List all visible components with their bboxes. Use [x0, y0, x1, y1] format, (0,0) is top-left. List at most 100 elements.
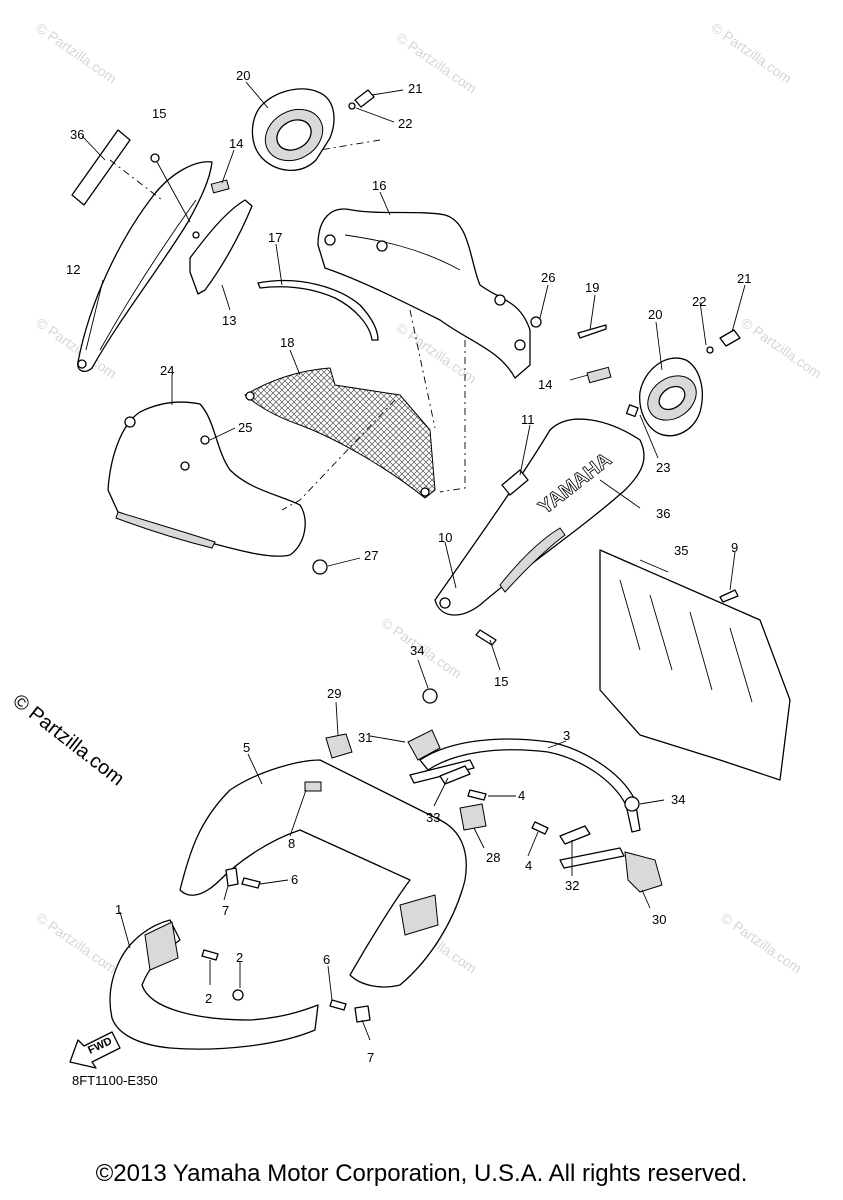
callout: 10 — [438, 530, 452, 545]
part-31 — [407, 729, 441, 761]
callout: 20 — [236, 68, 250, 83]
screw-15-lower — [475, 629, 497, 646]
bolt-4-upper — [467, 789, 487, 801]
parts-diagram: © Partzilla.com © Partzilla.com © Partzi… — [33, 19, 825, 1069]
callout: 7 — [222, 903, 229, 918]
part-30 — [624, 851, 663, 893]
watermark: © Partzilla.com — [738, 314, 824, 381]
part-3-frame-bar — [409, 738, 641, 869]
callout: 21 — [408, 81, 422, 96]
callout: 16 — [372, 178, 386, 193]
part-16-duct — [317, 208, 531, 379]
part-5-front-fender — [179, 759, 467, 988]
callout: 9 — [731, 540, 738, 555]
callout: 30 — [652, 912, 666, 927]
part-20-top — [251, 88, 335, 172]
callout: 6 — [291, 872, 298, 887]
callout: 34 — [410, 643, 424, 658]
callout: 23 — [656, 460, 670, 475]
bracket-32 — [559, 825, 591, 845]
callout: 2 — [236, 950, 243, 965]
drawing-code: 8FT1100-E350 — [72, 1073, 158, 1088]
callout: 15 — [494, 674, 508, 689]
leader-lines — [81, 81, 746, 1041]
nut-23 — [625, 404, 639, 418]
callout: 17 — [268, 230, 282, 245]
screw-15-top — [150, 153, 191, 223]
callout: 13 — [222, 313, 236, 328]
part-17-strip — [257, 279, 379, 341]
decal-36-left — [71, 129, 131, 206]
callout: 11 — [521, 412, 535, 427]
callout: 14 — [538, 377, 552, 392]
callout: 33 — [426, 810, 440, 825]
callout: 25 — [238, 420, 252, 435]
bolt-4-lower — [531, 821, 549, 835]
cap-34-lower — [624, 796, 640, 812]
part-18-mesh-panel — [244, 367, 436, 499]
callout: 19 — [585, 280, 599, 295]
callout: 26 — [541, 270, 555, 285]
watermark: © Partzilla.com — [708, 19, 794, 86]
part-12-side-cover — [77, 161, 213, 373]
grommet-27 — [312, 559, 328, 575]
watermark: © Partzilla.com — [33, 19, 119, 86]
bolt-6-upper — [241, 877, 261, 889]
part-13-bracket — [189, 199, 253, 295]
watermark: © Partzilla.com — [33, 909, 119, 976]
pad-14-right — [586, 366, 612, 384]
clip-25 — [200, 435, 210, 445]
callout: 7 — [367, 1050, 374, 1065]
fwd-arrow-icon: FWD — [69, 1031, 121, 1069]
callout: 24 — [160, 363, 174, 378]
callout: 31 — [358, 730, 372, 745]
callout: 21 — [737, 271, 751, 286]
bolt-6-lower — [329, 999, 347, 1011]
callout: 34 — [671, 792, 685, 807]
callout: 14 — [229, 136, 243, 151]
nut-7-upper — [225, 867, 239, 887]
bolt-21-right — [719, 329, 741, 347]
callout: 1 — [115, 902, 122, 917]
callout-labels: 1 2 2 3 4 4 5 6 6 7 7 8 9 10 11 12 13 14… — [66, 68, 751, 1065]
bolt-21-top — [348, 89, 375, 110]
callout: 22 — [398, 116, 412, 131]
callout: 29 — [327, 686, 341, 701]
part-1-bumper — [109, 919, 319, 1050]
bolt-2-lower — [232, 989, 244, 1001]
callout: 6 — [323, 952, 330, 967]
bolt-26 — [530, 316, 542, 328]
pin-19 — [577, 324, 607, 339]
callout: 4 — [525, 858, 532, 873]
callout: 28 — [486, 850, 500, 865]
part-20-right — [639, 357, 703, 437]
callout: 32 — [565, 878, 579, 893]
callout: 22 — [692, 294, 706, 309]
bolt-2-upper — [201, 949, 219, 961]
watermark: © Partzilla.com — [393, 29, 479, 96]
part-24-lower-duct — [107, 401, 306, 557]
callout: 12 — [66, 262, 80, 277]
screw-9 — [719, 589, 739, 603]
callout: 18 — [280, 335, 294, 350]
part-28 — [459, 803, 487, 831]
part-10-11-side-cover: YAMAHA — [434, 418, 645, 616]
callout: 3 — [563, 728, 570, 743]
pad-14-top — [210, 179, 230, 194]
callout: 15 — [152, 106, 166, 121]
callout: 27 — [364, 548, 378, 563]
nut-7-lower — [354, 1005, 371, 1023]
callout: 35 — [674, 543, 688, 558]
assembly-lines — [109, 139, 466, 511]
callout: 5 — [243, 740, 250, 755]
cap-34-upper — [422, 688, 438, 704]
part-35-mud-flap — [599, 549, 791, 781]
callout: 4 — [518, 788, 525, 803]
copyright-notice: ©2013 Yamaha Motor Corporation, U.S.A. A… — [95, 1160, 748, 1187]
callout: 8 — [288, 836, 295, 851]
part-29 — [325, 733, 353, 759]
callout: 20 — [648, 307, 662, 322]
washer-22-right — [706, 346, 714, 354]
callout: 36 — [70, 127, 84, 142]
callout: 2 — [205, 991, 212, 1006]
